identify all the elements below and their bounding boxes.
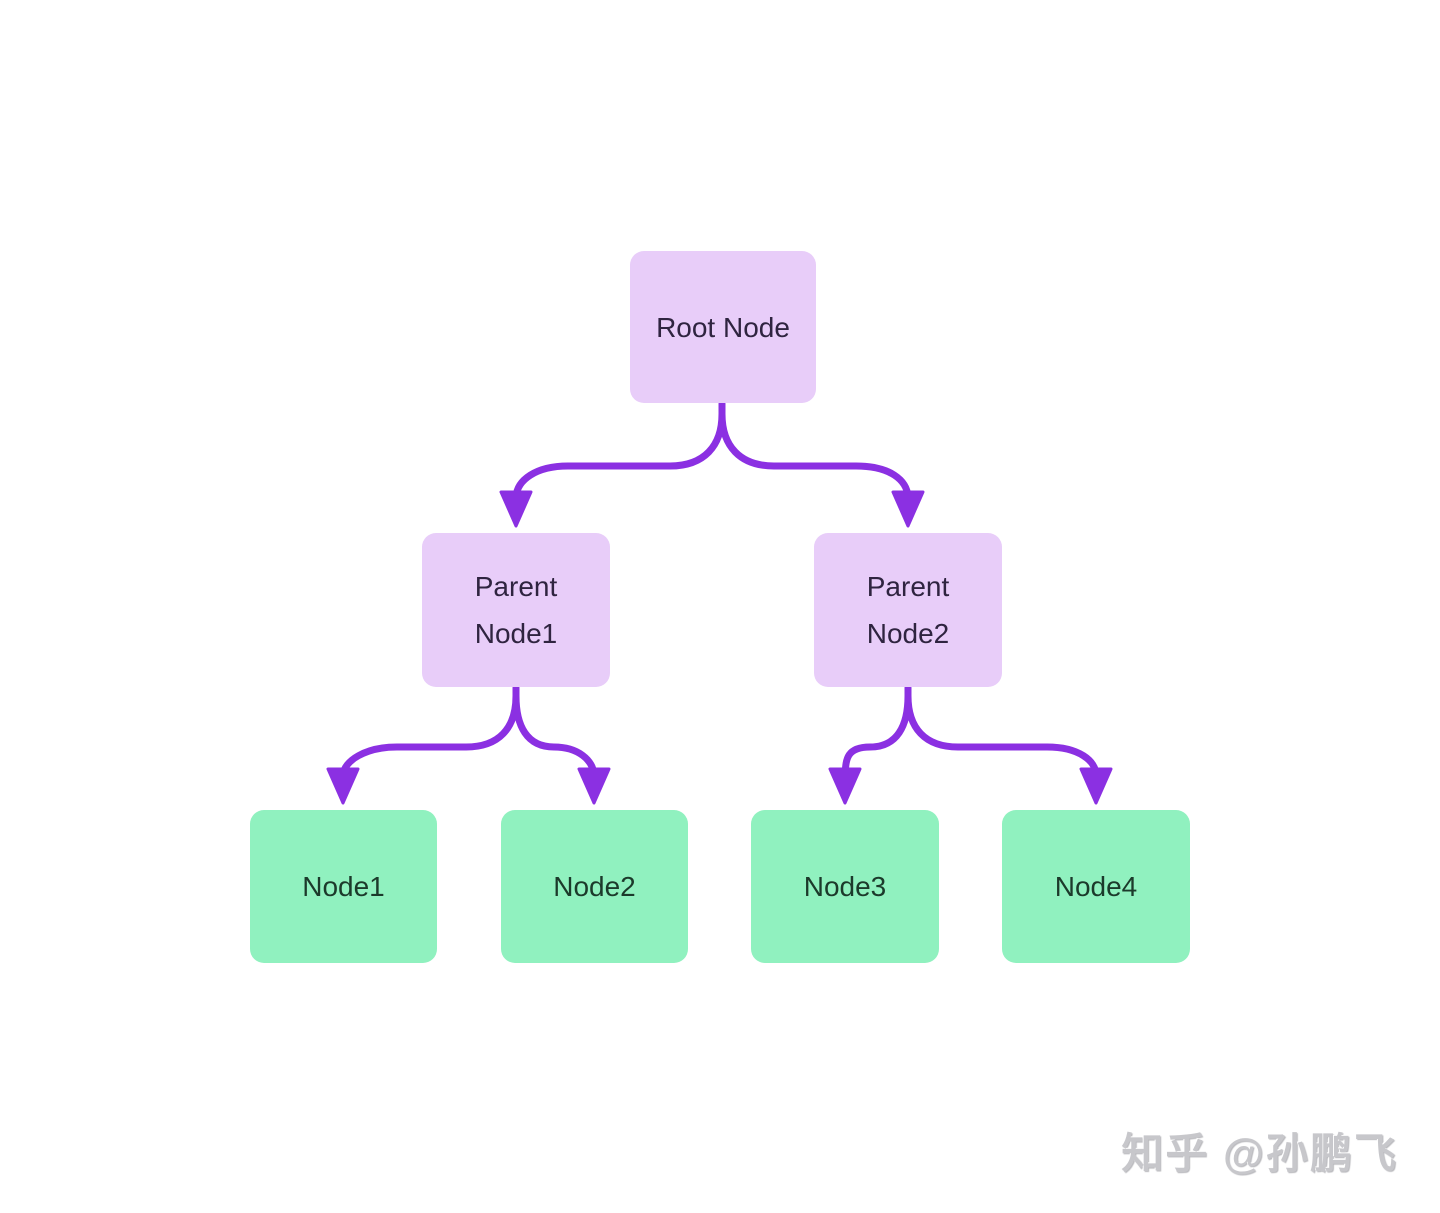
arrowhead-icon	[891, 490, 925, 528]
arrowhead-icon	[577, 767, 611, 805]
node-leaf2: Node2	[501, 810, 688, 963]
node-parent1: Parent Node1	[422, 533, 610, 687]
edge-parent1-to-leaf2	[512, 684, 598, 779]
node-leaf3: Node3	[751, 810, 939, 963]
edge-parent1-to-leaf1	[339, 684, 520, 779]
arrowhead-icon	[1079, 767, 1113, 805]
arrowhead-icon	[326, 767, 360, 805]
node-leaf1: Node1	[250, 810, 437, 963]
node-leaf3-label: Node3	[803, 871, 887, 902]
edge-root-to-parent1	[512, 400, 726, 501]
node-leaf1-label: Node1	[302, 871, 385, 902]
node-leaf4-label: Node4	[1054, 871, 1138, 902]
watermark: 知乎 @孙鹏飞	[1121, 1130, 1398, 1177]
node-root-label: Root Node	[656, 311, 790, 343]
edge-parent2-to-leaf3	[841, 684, 912, 779]
arrowhead-icon	[499, 490, 533, 528]
node-root: Root Node	[630, 251, 816, 403]
edge-parent2-to-leaf4	[904, 684, 1100, 779]
node-parent1-label-line2: Node1	[474, 618, 558, 649]
node-parent1-label-line1: Parent	[474, 571, 558, 602]
node-parent2: Parent Node2	[814, 533, 1002, 687]
node-parent2-label-line2: Node2	[866, 618, 950, 649]
node-parent2-label-line1: Parent	[866, 571, 950, 602]
edge-root-to-parent2	[718, 400, 912, 501]
node-leaf2-label: Node2	[553, 871, 636, 902]
node-leaf4: Node4	[1002, 810, 1190, 963]
arrowhead-icon	[828, 767, 862, 805]
